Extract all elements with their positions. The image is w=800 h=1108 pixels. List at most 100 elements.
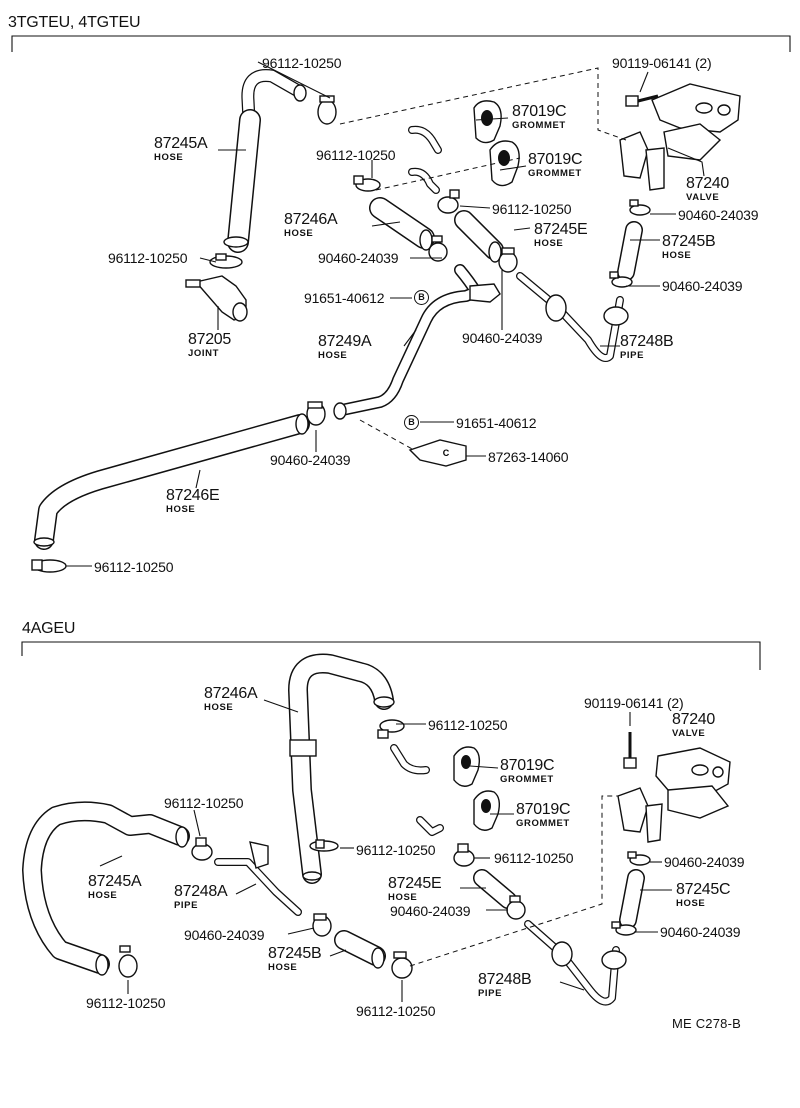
top-section-frame <box>11 35 791 52</box>
label-clamp-90460-c-top: 90460-24039 <box>662 278 743 294</box>
label-clamp-96112-e-bottom: 96112-10250 <box>86 995 166 1011</box>
clamp-90460-a-top <box>428 235 448 262</box>
bolt-90119-top <box>625 94 659 107</box>
label-clamp-90460-e-top: 90460-24039 <box>270 452 351 468</box>
valve-87240-bottom <box>617 747 731 843</box>
clamp-96112-a-top <box>317 95 337 125</box>
clamp-96112-e-top <box>31 559 67 573</box>
hose-87249A-top <box>333 264 501 420</box>
clamp-90460-b-bottom <box>312 913 332 937</box>
clamp-96112-b-top <box>353 175 381 192</box>
clamp-96112-c-bottom <box>309 839 339 852</box>
bottom-leader-lines <box>99 699 672 1002</box>
clamp-90460-d-bottom <box>611 921 637 936</box>
small-hose-top-2 <box>408 167 440 194</box>
label-clamp-87263-top: 87263-14060 <box>488 449 569 465</box>
clamp-96112-e-bottom <box>118 945 138 978</box>
label-clamp-90460-a-bottom: 90460-24039 <box>664 854 745 870</box>
label-clamp-96112-d-bottom: 96112-10250 <box>494 850 574 866</box>
label-clamp-90460-b-bottom: 90460-24039 <box>390 903 471 919</box>
section-title-bottom: 4AGEU <box>22 620 76 637</box>
pipe-87248B-bottom <box>524 920 627 1006</box>
top-leader-lines <box>66 61 705 567</box>
hose-87246E-top <box>33 413 310 550</box>
clamp-90460-e-top <box>306 401 326 426</box>
clamp-96112-b-bottom <box>191 837 213 861</box>
clip-91651-b-marker-top: B <box>404 415 425 431</box>
clamp-96112-d-bottom <box>453 843 475 867</box>
clamp-90460-c-bottom <box>627 851 651 866</box>
small-hose-bottom-1 <box>390 744 430 775</box>
hose-87245E-top <box>454 210 504 263</box>
pipe-87248B-top <box>516 272 629 362</box>
label-clamp-90460-c-bottom: 90460-24039 <box>660 924 741 940</box>
hose-87245E-bottom <box>473 869 517 909</box>
label-clip-91651-a-top: 91651-40612 <box>304 290 385 306</box>
label-clamp-96112-b-bottom: 96112-10250 <box>164 795 244 811</box>
grommet-1-bottom <box>453 746 481 787</box>
hose-87245B-top <box>617 221 643 281</box>
small-hose-bottom-2 <box>416 816 444 836</box>
clamp-96112-joint-top <box>209 253 243 269</box>
label-clamp-96112-b-top: 96112-10250 <box>316 147 396 163</box>
label-clamp-96112-c-top: 96112-10250 <box>492 201 572 217</box>
hose-87245B-bottom <box>334 930 386 969</box>
joint-87205-top <box>185 275 248 322</box>
clamp-90460-b-top <box>629 199 651 216</box>
label-clamp-90460-a-top: 90460-24039 <box>678 207 759 223</box>
clamp-90460-c-top <box>498 247 518 273</box>
label-clamp-96112-c-bottom: 96112-10250 <box>356 842 436 858</box>
bottom-section-frame <box>21 641 761 670</box>
top-dashed-lines <box>339 67 627 451</box>
section-title-top: 3TGTEU, 4TGTEU <box>8 14 141 31</box>
clamp-96112-f-bottom <box>391 951 413 979</box>
label-clamp-96112-a-top: 96112-10250 <box>262 55 342 71</box>
label-clamp-96112-d-top: 96112-10250 <box>108 250 188 266</box>
hose-87245A-bottom <box>22 801 190 976</box>
bottom-dashed-lines <box>409 795 618 967</box>
clamp-90460-a-bottom <box>506 895 526 920</box>
label-clamp-96112-f-bottom: 96112-10250 <box>356 1003 436 1019</box>
clamp-90460-d-top <box>609 271 633 288</box>
clamp-87263-top: C <box>408 439 467 467</box>
label-bolt-90119-bottom: 90119-06141 (2) <box>584 695 684 711</box>
bolt-90119-bottom <box>623 732 637 769</box>
hose-87245A-top <box>223 69 307 253</box>
label-clamp-96112-a-bottom: 96112-10250 <box>428 717 508 733</box>
label-clamp-90460-d-bottom: 90460-24039 <box>184 927 265 943</box>
valve-87240-top <box>619 83 741 191</box>
label-bolt-90119-top: 90119-06141 (2) <box>612 55 712 71</box>
clamp-96112-c-top <box>437 189 460 214</box>
clip-91651-a-marker-top: B <box>414 290 435 306</box>
label-clamp-96112-e-top: 96112-10250 <box>94 559 174 575</box>
pipe-87248A-bottom <box>214 841 302 916</box>
hose-87246A-top <box>369 197 435 251</box>
small-hose-top-1 <box>408 125 442 154</box>
label-clamp-90460-b-top: 90460-24039 <box>318 250 399 266</box>
hose-87245C-bottom <box>619 869 645 929</box>
grommet-2-bottom <box>473 790 501 831</box>
label-clamp-90460-d-top: 90460-24039 <box>462 330 543 346</box>
